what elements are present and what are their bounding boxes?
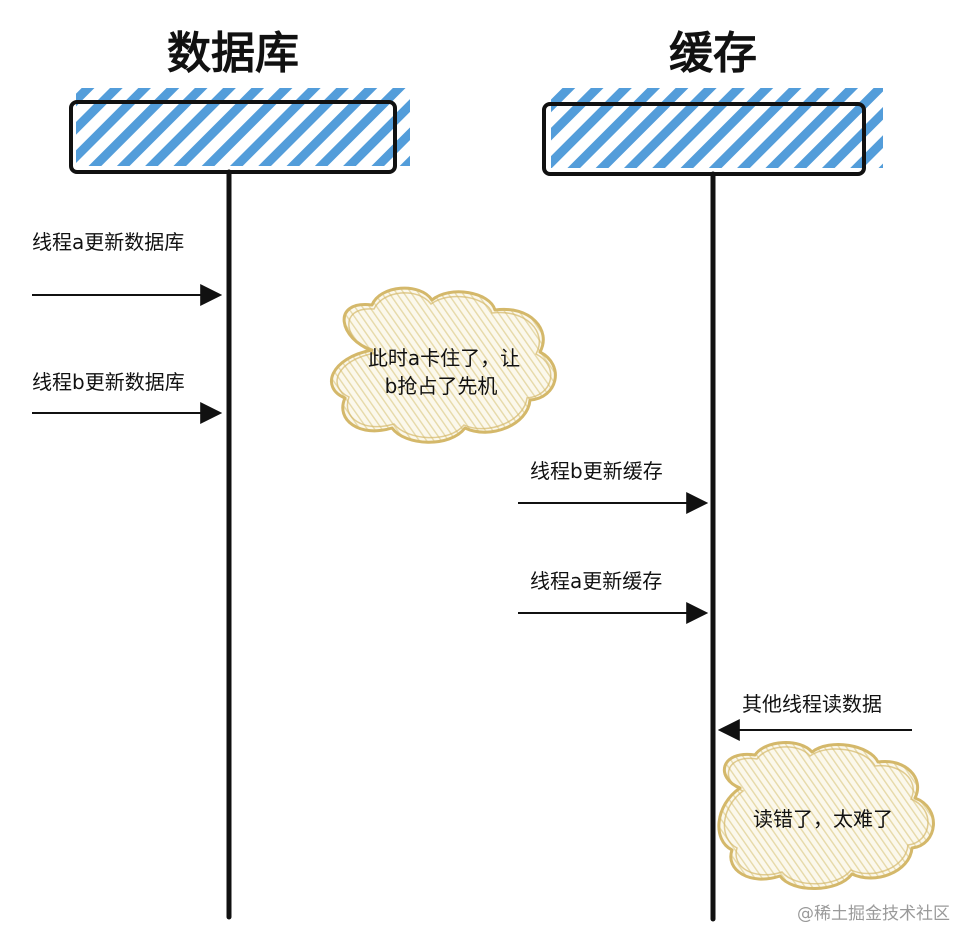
note-wrong-read-line1: 读错了，太难了 <box>753 807 893 831</box>
cache-header-box <box>542 88 883 176</box>
message-b-update-db-label: 线程b更新数据库 <box>32 370 185 394</box>
message-a-update-db: 线程a更新数据库 <box>32 230 223 306</box>
message-a-update-cache-label: 线程a更新缓存 <box>530 569 662 593</box>
cache-lifeline: 缓存 <box>542 28 883 922</box>
watermark: @稀土掘金技术社区 <box>797 904 950 924</box>
note-wrong-read-cloud: 读错了，太难了 <box>717 741 935 890</box>
message-a-update-db-label: 线程a更新数据库 <box>32 230 184 254</box>
message-other-read-label: 其他线程读数据 <box>742 692 882 716</box>
note-preempt-line2: b抢占了先机 <box>385 374 498 398</box>
message-b-update-cache-label: 线程b更新缓存 <box>530 459 663 483</box>
message-other-read: 其他线程读数据 <box>717 692 912 741</box>
cache-title: 缓存 <box>669 28 757 79</box>
message-a-update-cache: 线程a更新缓存 <box>518 569 709 624</box>
database-lifeline: 数据库 <box>69 28 410 920</box>
note-preempt-cloud: 此时a卡住了，让 b抢占了先机 <box>329 286 557 444</box>
database-header-box <box>69 88 410 174</box>
message-b-update-db: 线程b更新数据库 <box>32 370 223 424</box>
message-b-update-cache: 线程b更新缓存 <box>518 459 709 514</box>
database-title: 数据库 <box>167 28 299 79</box>
note-preempt-line1: 此时a卡住了，让 <box>368 346 520 370</box>
